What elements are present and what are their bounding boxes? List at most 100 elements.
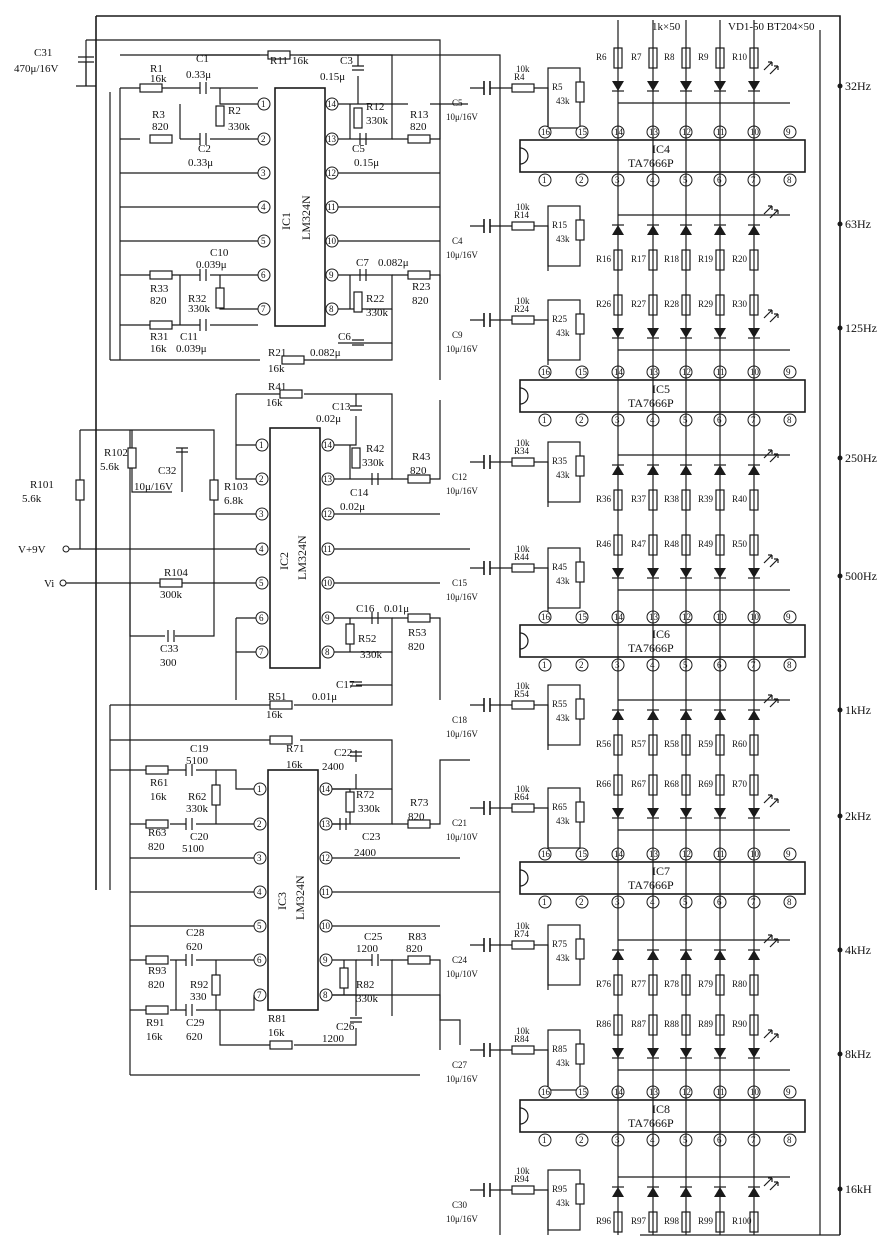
c22-value: 2400 [322,761,345,773]
r5-label: R5 [552,82,563,92]
ic3-pin3: 3 [257,853,262,863]
ic6-bot-pin2: 2 [579,660,584,670]
ic1-pin8: 8 [329,304,334,314]
ic5-bot-pin1: 1 [542,415,547,425]
led-array-label: 1k×50 [652,21,681,33]
c15-value: 10μ/16V [446,592,478,602]
c12-label: C12 [452,472,467,482]
ic6-bot-pin1: 1 [542,660,547,670]
led-resistor-7-3: R68 [664,779,680,789]
c22-label: C22 [334,747,352,759]
r3-label: R3 [152,109,165,121]
ic3-pin10: 10 [321,921,331,931]
led-resistor-1-4: R9 [698,52,709,62]
r11-label: R11 [270,55,288,67]
led-resistor-9-5: R90 [732,1019,748,1029]
ic6-top-pin10: 10 [750,612,760,622]
r34-value: 10k [516,438,530,448]
ic8-bot-pin1: 1 [542,1135,547,1145]
c24-value: 10μ/10V [446,969,478,979]
c2-label: C2 [198,143,211,155]
led-resistor-3-5: R30 [732,299,748,309]
r25-value: 43k [556,328,570,338]
emission-icon [763,205,779,219]
led-resistor-8-5: R80 [732,979,748,989]
r54-value: 10k [516,681,530,691]
ic1-pin2: 2 [261,134,266,144]
ic3-pin6: 6 [257,955,262,965]
r65-value: 43k [556,816,570,826]
led-resistor-6-3: R58 [664,739,680,749]
band-label-5: 500Hz [837,569,877,583]
r94-label: R94 [514,1174,530,1184]
r61-value: 16k [150,791,167,803]
r5-value: 43k [556,96,570,106]
ic4-top-pin10: 10 [750,127,760,137]
r52-value: 330k [360,649,383,661]
led-resistor-2-2: R17 [631,254,647,264]
led-resistor-8-3: R78 [664,979,680,989]
ic2-pin9: 9 [325,613,330,623]
r4-label: R4 [514,72,525,82]
r81-value: 16k [268,1027,285,1039]
ic6-top-pin14: 14 [614,612,624,622]
ic1-pin9: 9 [329,270,334,280]
c29-value: 620 [186,1031,203,1043]
ic2-opamp: IC2 LM324N 1 2 3 4 5 6 7 14 13 12 11 10 … [255,427,335,669]
r12-value: 330k [366,115,389,127]
c30-value: 10μ/16V [446,1214,478,1224]
r14-label: R14 [514,210,530,220]
led-resistor-10-3: R98 [664,1216,680,1226]
led-resistor-4-2: R37 [631,494,647,504]
r102-label: R102 [104,447,128,459]
c1-value: 0.33μ [186,69,211,81]
ic7-top-pin16: 16 [541,849,551,859]
r92-label: R92 [190,979,208,991]
driver-section: IC4TA7666P16115214313412511610798IC5TA76… [519,125,806,1147]
led-resistor-8-4: R79 [698,979,714,989]
c23-label: C23 [362,831,381,843]
ic1-part: LM324N [299,195,313,240]
r93-value: 820 [148,979,165,991]
band-9-text: 8kHz [845,1047,871,1061]
led-resistor-2-4: R19 [698,254,714,264]
led-resistor-5-4: R49 [698,539,714,549]
ic7-bot-pin2: 2 [579,897,584,907]
ic2-pin1: 1 [259,440,264,450]
emission-icon [763,1029,779,1043]
ic8-top-pin15: 15 [578,1087,588,1097]
r1-value: 16k [150,73,167,85]
r21-label: R21 [268,347,286,359]
r41-label: R41 [268,381,286,393]
c13-value: 0.02μ [316,413,341,425]
r71-label: R71 [286,743,304,755]
ic6-top-pin13: 13 [649,612,659,622]
led-resistor-1-5: R10 [732,52,748,62]
r32-value: 330k [188,303,211,315]
c9-label: C9 [452,330,463,340]
led-resistor-8-1: R76 [596,979,612,989]
r54-label: R54 [514,689,530,699]
ic2-pin13: 13 [323,474,333,484]
led-resistor-4-1: R36 [596,494,612,504]
r31-value: 16k [150,343,167,355]
c5-label: C5 [352,143,365,155]
ic1-name: IC1 [279,212,293,230]
vi-label: Vi [44,578,54,590]
r24-value: 10k [516,296,530,306]
led-resistor-1-2: R7 [631,52,642,62]
band-7-text: 2kHz [845,809,871,823]
band-label-1: 32Hz [837,79,871,93]
ic4-bot-pin1: 1 [542,175,547,185]
ic7-bot-pin8: 8 [787,897,792,907]
r43-label: R43 [412,451,431,463]
led-resistor-9-4: R89 [698,1019,714,1029]
led-resistor-5-5: R50 [732,539,748,549]
ic8-top-pin9: 9 [786,1087,791,1097]
r41-value: 16k [266,397,283,409]
ic4-part: TA7666P [628,156,674,170]
